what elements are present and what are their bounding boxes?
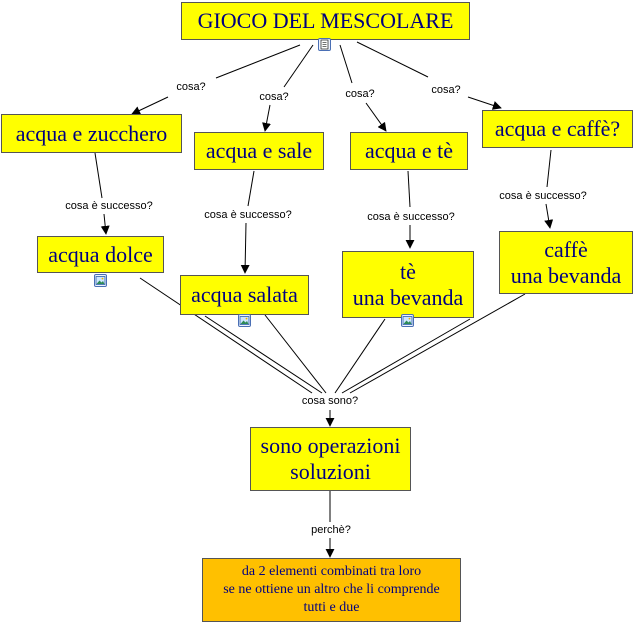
title-node[interactable]: GIOCO DEL MESCOLARE (181, 2, 470, 40)
node-salty-water-label: acqua salata (191, 282, 298, 308)
node-water-sugar[interactable]: acqua e zucchero (1, 114, 182, 153)
node-tea-drink[interactable]: tè una bevanda (342, 251, 474, 318)
node-water-tea-label: acqua e tè (365, 138, 453, 164)
link-label-what: cosa? (430, 84, 462, 96)
node-water-coffee-label: acqua e caffè? (494, 116, 621, 142)
image-icon[interactable] (401, 314, 414, 327)
link-label-what: cosa? (258, 91, 290, 103)
node-result[interactable]: da 2 elementi combinati tra loro se ne o… (202, 558, 461, 622)
node-result-line2: se ne ottiene un altro che li comprende (223, 581, 440, 597)
node-operations-line1: sono operazioni (260, 433, 401, 459)
link-label-what: cosa? (175, 81, 207, 93)
image-icon[interactable] (94, 274, 107, 287)
node-operations-line2: soluzioni (290, 459, 371, 484)
node-tea-drink-line1: tè (400, 258, 416, 284)
link-label-what-happened: cosa è successo? (64, 200, 154, 212)
link-label-what-happened: cosa è successo? (366, 211, 456, 223)
node-coffee-drink[interactable]: caffè una bevanda (499, 231, 633, 294)
node-water-coffee[interactable]: acqua e caffè? (482, 110, 633, 148)
link-label-what-happened: cosa è successo? (203, 209, 293, 221)
node-water-tea[interactable]: acqua e tè (350, 132, 468, 170)
node-salty-water[interactable]: acqua salata (180, 275, 309, 315)
node-sweet-water[interactable]: acqua dolce (37, 236, 164, 273)
document-icon[interactable] (318, 38, 331, 51)
node-water-salt[interactable]: acqua e sale (194, 132, 324, 170)
node-result-line1: da 2 elementi combinati tra loro (241, 563, 422, 579)
node-operations[interactable]: sono operazioni soluzioni (250, 427, 411, 491)
node-coffee-drink-line1: caffè (544, 236, 588, 262)
node-coffee-drink-line2: una bevanda (510, 262, 622, 288)
image-icon[interactable] (238, 314, 251, 327)
link-label-what: cosa? (344, 88, 376, 100)
node-water-salt-label: acqua e sale (205, 138, 313, 164)
link-label-what-happened: cosa è successo? (498, 190, 588, 202)
node-sweet-water-label: acqua dolce (48, 241, 153, 267)
node-result-line3: tutti e due (303, 600, 360, 616)
link-label-what-are: cosa sono? (300, 395, 360, 407)
node-tea-drink-line2: una bevanda (352, 284, 464, 310)
title-text: GIOCO DEL MESCOLARE (197, 8, 454, 34)
node-water-sugar-label: acqua e zucchero (15, 120, 168, 146)
link-label-why: perchè? (310, 524, 352, 536)
